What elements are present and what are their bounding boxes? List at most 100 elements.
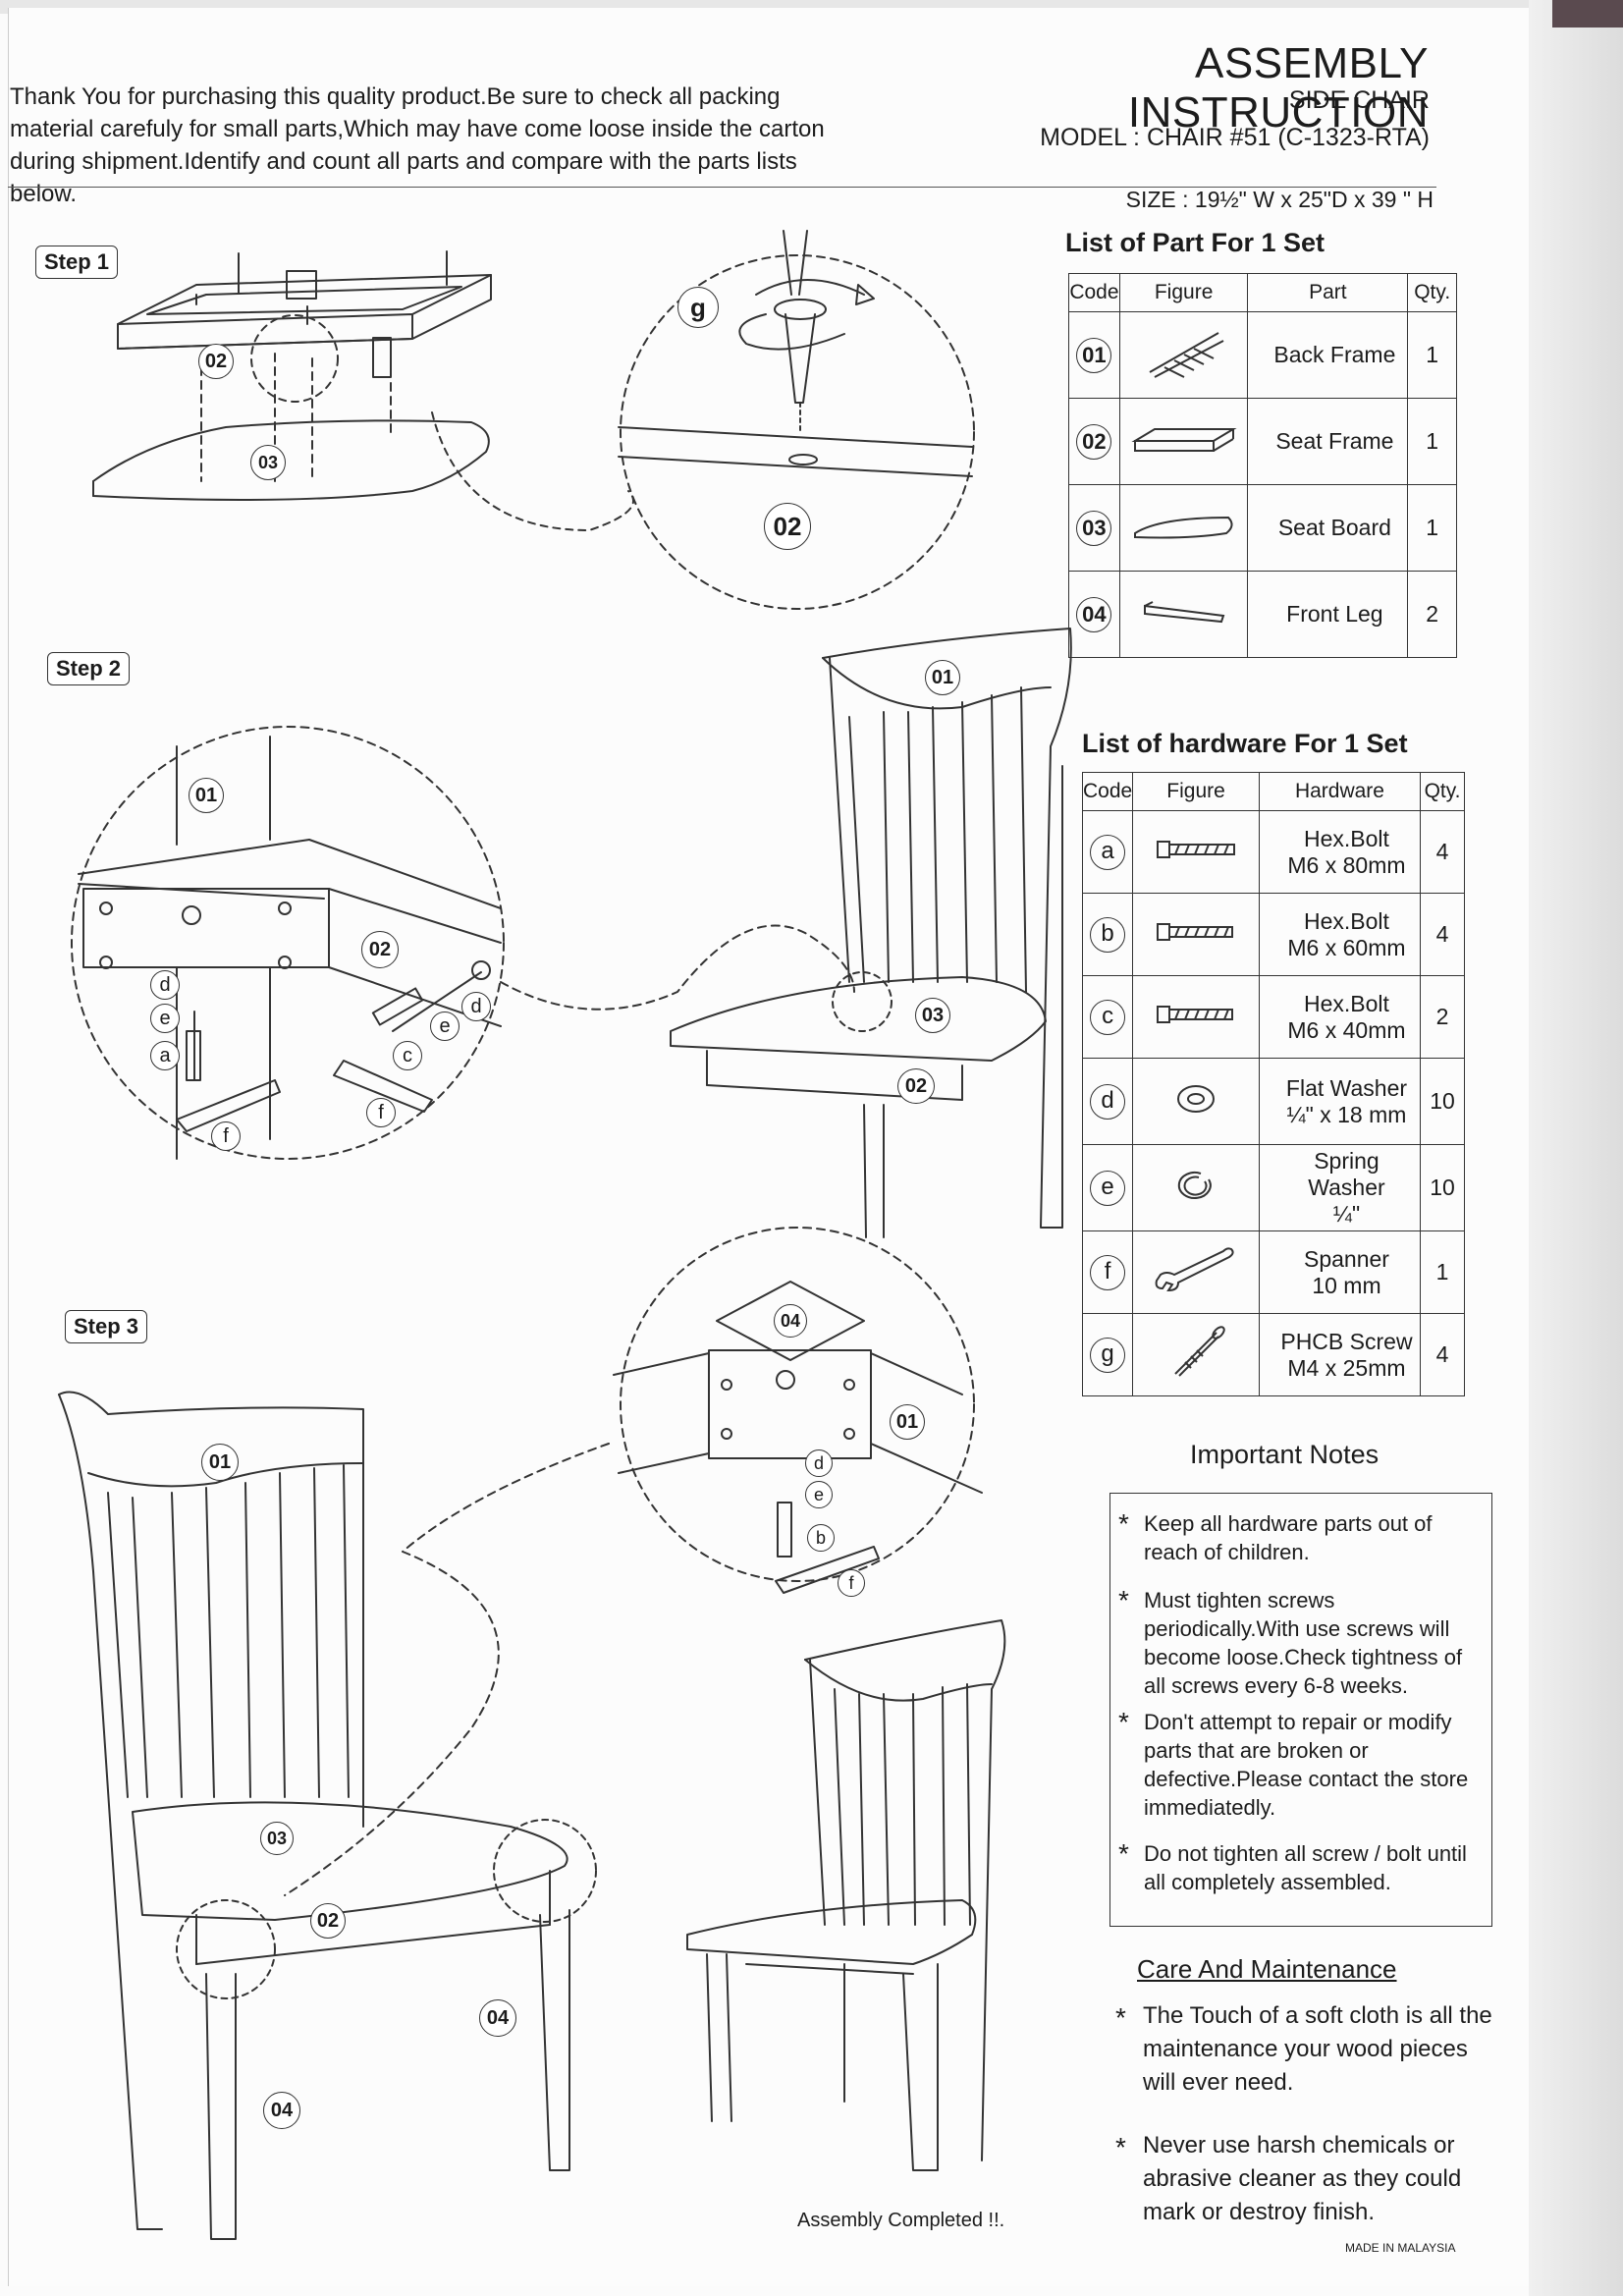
hardware-qty: 4 [1420, 810, 1465, 894]
hardware-qty: 10 [1420, 1058, 1465, 1145]
part-qty: 1 [1407, 311, 1457, 399]
model-number: MODEL : CHAIR #51 (C-1323-RTA) [1040, 124, 1430, 151]
important-notes-box: *Keep all hardware parts out of reach of… [1109, 1493, 1492, 1927]
hardware-name: Hex.Bolt [1304, 990, 1389, 1016]
label-02-step2: 02 [897, 1068, 935, 1104]
seat-frame-figure [1118, 398, 1249, 485]
hardware-size: M6 x 40mm [1287, 1016, 1406, 1043]
label-d-step2-left: d [150, 970, 180, 1000]
step1-seat-board [92, 353, 490, 501]
label-e-step2-right: e [430, 1011, 460, 1041]
step-3-label: Step 3 [65, 1310, 148, 1343]
care-item: *Never use harsh chemicals or abrasive c… [1115, 2132, 1462, 2225]
part-qty: 1 [1407, 484, 1457, 572]
label-02-zoom: 02 [764, 503, 811, 550]
hardware-size: M4 x 25mm [1287, 1354, 1406, 1381]
label-04-step3-right: 04 [479, 1999, 516, 2037]
hardware-name: Hex.Bolt [1304, 825, 1389, 851]
part-name: Seat Frame [1247, 398, 1409, 485]
step1-zoom-circle [620, 254, 975, 610]
label-g-step1: g [677, 287, 719, 328]
hex-bolt-icon [1132, 975, 1260, 1059]
label-e-step2-left: e [150, 1004, 180, 1033]
col-figure: Figure [1118, 273, 1249, 312]
label-01-step2: 01 [925, 660, 960, 695]
code-badge: 01 [1076, 337, 1112, 373]
screw-icon [1132, 1313, 1260, 1396]
label-f-step2-right: f [366, 1098, 396, 1127]
part-name: Seat Board [1247, 484, 1409, 572]
step3-chair-back [58, 1391, 597, 2240]
hardware-name: PHCB Screw [1280, 1328, 1413, 1354]
label-c-step2: c [393, 1041, 422, 1070]
care-item: *The Touch of a soft cloth is all the ma… [1115, 2002, 1492, 2096]
important-notes-title: Important Notes [1190, 1440, 1380, 1469]
label-03-step3: 03 [260, 1822, 294, 1855]
table-row: 01 Back Frame 1 [1068, 311, 1457, 399]
code-badge: 03 [1076, 510, 1112, 546]
code-badge: g [1090, 1337, 1126, 1373]
intro-line-3: during shipment.Identify and count all p… [10, 148, 797, 207]
part-qty: 2 [1407, 571, 1457, 658]
note-item: *Must tighten screws periodically.With u… [1118, 1585, 1463, 1698]
table-row: 02 Seat Frame 1 [1068, 398, 1457, 485]
made-in-label: MADE IN MALAYSIA [1345, 2241, 1456, 2255]
label-02-step1: 02 [198, 344, 234, 379]
hex-bolt-icon [1132, 893, 1260, 976]
flat-washer-icon [1132, 1058, 1260, 1145]
col-qty: Qty. [1407, 273, 1457, 312]
col-figure: Figure [1132, 772, 1260, 811]
hardware-size: ¼" x 18 mm [1286, 1101, 1407, 1127]
code-badge: d [1090, 1083, 1126, 1120]
code-badge: a [1090, 834, 1126, 870]
col-code: Code [1068, 273, 1120, 312]
step2-bracket-zoom [78, 736, 502, 1160]
parts-list-title: List of Part For 1 Set [1065, 228, 1325, 257]
intro-line-2: material carefuly for small parts,Which … [10, 116, 825, 142]
hardware-name: Flat Washer [1285, 1074, 1408, 1101]
step-1-label: Step 1 [35, 246, 119, 279]
step3-zoom-circle [620, 1227, 975, 1582]
page-corner [1552, 0, 1623, 27]
step3-bracket-zoom [613, 1281, 983, 1594]
hardware-list-title: List of hardware For 1 Set [1082, 729, 1408, 758]
label-01-step3-zoom: 01 [890, 1404, 925, 1440]
document-subtitle: SIDE CHAIR [1288, 86, 1430, 114]
step1-screw-zoom [618, 230, 973, 477]
hardware-name: Spring Washer [1308, 1148, 1385, 1200]
assembly-completed-text: Assembly Completed !!. [797, 2210, 1005, 2231]
hardware-qty: 2 [1420, 975, 1465, 1059]
step1-detail-circle [250, 314, 339, 403]
code-badge: c [1090, 999, 1126, 1035]
label-01-step2-zoom: 01 [189, 778, 224, 813]
label-04-step3-left: 04 [263, 2092, 300, 2129]
spanner-icon [1132, 1230, 1260, 1314]
front-leg-figure [1118, 571, 1249, 658]
note-item: *Don't attempt to repair or modify parts… [1118, 1707, 1469, 1820]
code-badge: b [1090, 916, 1126, 953]
hardware-name: Spanner [1303, 1245, 1389, 1272]
label-03-step2: 03 [915, 998, 950, 1033]
hardware-size: ¼" [1332, 1201, 1361, 1227]
hex-bolt-icon [1132, 810, 1260, 894]
label-03-step1: 03 [250, 445, 286, 480]
spring-washer-icon [1132, 1144, 1260, 1231]
back-frame-figure [1118, 311, 1249, 399]
col-hardware: Hardware [1258, 772, 1422, 811]
label-d-step2-right: d [461, 992, 491, 1021]
seat-board-figure [1118, 484, 1249, 572]
part-name: Back Frame [1247, 311, 1409, 399]
note-item: *Do not tighten all screw / bolt until a… [1118, 1838, 1467, 1894]
label-02-step3: 02 [310, 1903, 346, 1939]
step-2-label: Step 2 [47, 652, 131, 685]
label-e-step3: e [805, 1481, 833, 1508]
care-title: Care And Maintenance [1137, 1954, 1397, 1984]
part-qty: 1 [1407, 398, 1457, 485]
step1-seat-frame [117, 250, 492, 378]
